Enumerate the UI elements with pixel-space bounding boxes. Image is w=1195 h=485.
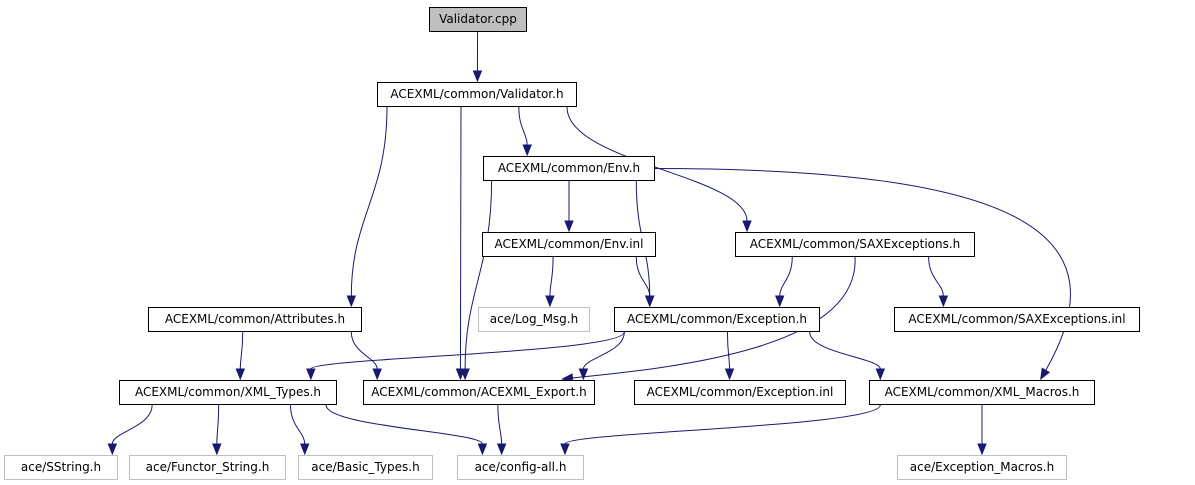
arrowhead (300, 443, 310, 456)
arrowhead (560, 443, 570, 456)
edge-exception-h-to-exception-inl (724, 331, 735, 381)
node-log-msg-h: ace/Log_Msg.h (478, 307, 590, 332)
node-exception-macros-h: ace/Exception_Macros.h (897, 455, 1067, 480)
arrowhead (306, 368, 316, 381)
arrowhead (724, 368, 735, 381)
node-validator-cpp: Validator.cpp (429, 7, 527, 32)
arrowhead (564, 220, 574, 233)
node-exception-h[interactable]: ACEXML/common/Exception.h (614, 307, 820, 332)
edge-xml-types-h-to-sstring-h (107, 404, 153, 456)
arrowhead (346, 295, 357, 308)
node-env-inl[interactable]: ACEXML/common/Env.inl (482, 232, 656, 257)
edge-xml-types-h-to-config-all-h (325, 404, 488, 456)
arrowhead (496, 443, 507, 456)
edge-env-inl-to-exception-h (635, 256, 655, 308)
node-basic-types-h: ace/Basic_Types.h (298, 455, 433, 480)
edge-validator-h-to-saxexceptions-h (566, 106, 752, 233)
arrowhead (774, 295, 785, 308)
edge-attributes-h-to-xml-types-h (235, 331, 246, 381)
arrowhead (460, 368, 470, 381)
arrowhead (235, 368, 246, 381)
node-saxexceptions-h[interactable]: ACEXML/common/SAXExceptions.h (735, 232, 975, 257)
arrowhead (522, 144, 532, 157)
edge-validator-h-to-attributes-h (346, 106, 388, 308)
node-config-all-h: ace/config-all.h (457, 455, 584, 480)
edge-saxexceptions-h-to-saxexceptions-inl (928, 256, 949, 308)
arrowhead (742, 220, 752, 233)
edge-env-h-to-xml-macros-h (654, 168, 1071, 381)
arrowhead (644, 295, 655, 308)
node-xml-macros-h[interactable]: ACEXML/common/XML_Macros.h (869, 380, 1095, 405)
arrowhead (977, 443, 987, 456)
edge-env-inl-to-log-msg-h (545, 256, 555, 308)
node-functor-string-h: ace/Functor_String.h (129, 455, 286, 480)
edge-xml-macros-h-to-exception-macros-h (977, 404, 987, 456)
edge-exception-h-to-acexml-export-h (578, 331, 625, 381)
edge-attributes-h-to-acexml-export-h (350, 331, 382, 381)
edge-xml-types-h-to-functor-string-h (212, 404, 222, 456)
node-sstring-h: ace/SString.h (4, 455, 118, 480)
node-xml-types-h[interactable]: ACEXML/common/XML_Types.h (119, 380, 337, 405)
arrowhead (938, 295, 949, 308)
arrowhead (372, 368, 382, 381)
edge-exception-h-to-xml-macros-h (809, 331, 886, 381)
edge-exception-h-to-xml-types-h (306, 331, 625, 381)
arrowhead (875, 368, 886, 381)
edge-env-h-to-acexml-export-h (460, 180, 493, 381)
arrowhead (212, 443, 222, 456)
edge-xml-types-h-to-basic-types-h (290, 404, 310, 456)
arrowhead (477, 443, 488, 456)
arrowhead (107, 443, 118, 456)
edge-acexml-export-h-to-config-all-h (496, 404, 507, 456)
arrowhead (472, 70, 483, 83)
arrowhead (545, 295, 555, 308)
arrowhead (578, 368, 589, 381)
edge-env-h-to-env-inl (564, 181, 574, 233)
node-exception-inl[interactable]: ACEXML/common/Exception.inl (634, 380, 846, 405)
edge-validator-cpp-to-validator-h (472, 31, 483, 83)
edge-saxexceptions-h-to-exception-h (774, 256, 793, 308)
node-saxexceptions-inl[interactable]: ACEXML/common/SAXExceptions.inl (894, 307, 1140, 332)
node-env-h[interactable]: ACEXML/common/Env.h (483, 156, 655, 181)
node-acexml-export-h[interactable]: ACEXML/common/ACEXML_Export.h (363, 380, 595, 405)
node-validator-h[interactable]: ACEXML/common/Validator.h (377, 82, 577, 107)
edge-validator-h-to-acexml-export-h (455, 106, 466, 381)
edge-xml-macros-h-to-config-all-h (560, 404, 881, 456)
arrowhead (1040, 367, 1051, 381)
edge-validator-h-to-env-h (518, 106, 532, 157)
node-attributes-h[interactable]: ACEXML/common/Attributes.h (148, 307, 362, 332)
